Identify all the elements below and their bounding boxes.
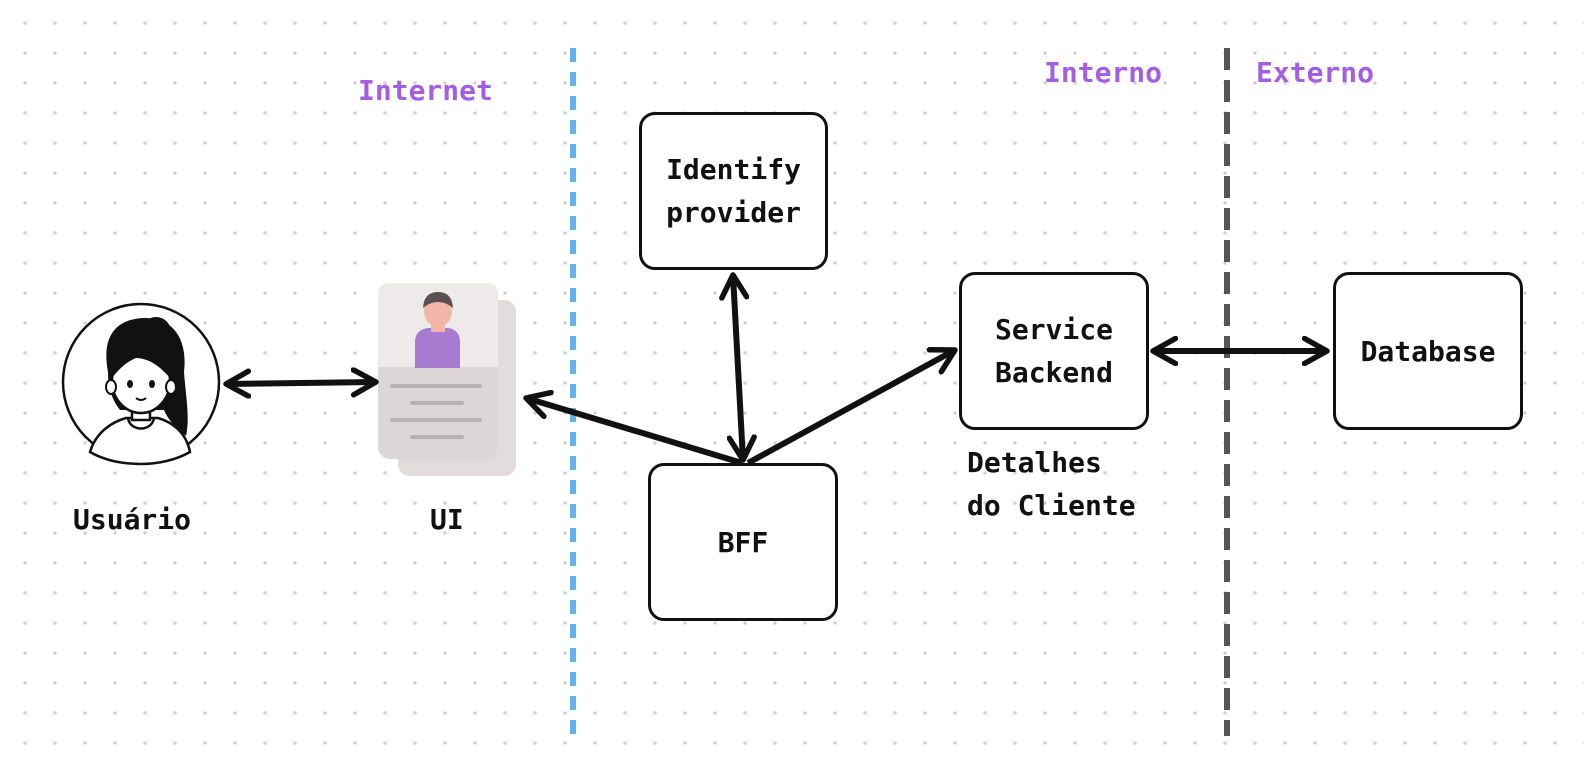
arrow-usuario-ui: [226, 382, 376, 384]
service-backend-box[interactable]: Service Backend: [959, 272, 1149, 430]
bff-box[interactable]: BFF: [648, 463, 838, 621]
arrow-bff-service: [746, 350, 955, 466]
detalhes-do-cliente-note: Detalhes do Cliente: [967, 446, 1136, 522]
database-label: Database: [1360, 334, 1496, 368]
ui-label: UI: [430, 503, 464, 536]
usuario-label: Usuário: [73, 503, 192, 536]
zone-label-internet: Internet: [358, 74, 493, 107]
identify-provider-label: Identify provider: [666, 153, 801, 229]
identify-provider-box[interactable]: Identify provider: [639, 112, 828, 270]
arrow-bff-ui: [526, 398, 743, 466]
bff-label: BFF: [717, 525, 769, 559]
database-box[interactable]: Database: [1333, 272, 1523, 430]
zone-label-externo: Externo: [1256, 56, 1375, 89]
zone-label-interno: Interno: [1044, 56, 1163, 89]
service-backend-label: Service Backend: [994, 313, 1113, 389]
arrow-identify-bff: [733, 275, 743, 460]
